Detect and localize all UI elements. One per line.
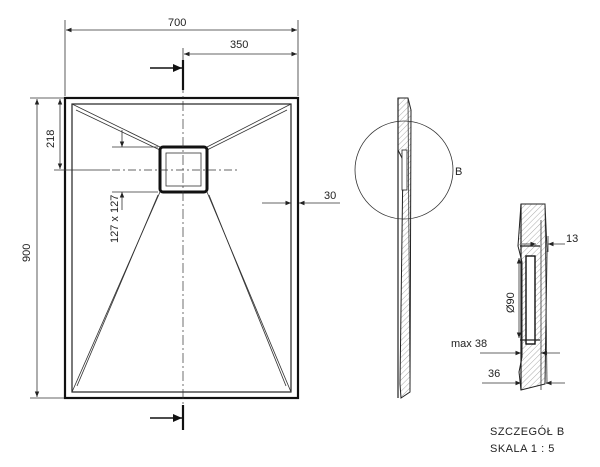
dim-30-label: 30 [324,190,336,202]
detail-b-view [517,203,548,391]
dimension-drain-size: 127 x 127 [109,130,158,243]
detail-title: SZCZEGÓŁ B [490,425,565,438]
tray-outline [63,96,300,400]
tray-plan-view [63,60,300,430]
drain-grate-inner [165,152,202,187]
dim-d90-label: Ø90 [505,292,517,313]
dimension-detail-diameter: Ø90 [505,258,522,338]
drain-grate [158,145,209,194]
dimension-rim-width: 30 [262,190,340,206]
dim-max38-label: max 38 [451,338,487,350]
dim-700-label: 700 [168,17,186,29]
dimension-detail-36: 36 [482,368,565,386]
dim-900-label: 900 [21,244,33,262]
dimension-overall-width: 700 [64,17,299,96]
detail-b-circle [354,120,454,220]
dim-127x127-label: 127 x 127 [109,195,121,243]
section-marker-bottom [150,405,185,430]
drain-body-detail [525,255,536,345]
dimension-detail-max38: max 38 [451,338,560,356]
slope-lines [71,103,292,393]
dimension-detail-13: 13 [522,233,578,252]
tray-inner-rim [71,103,292,393]
section-marker-top [150,60,185,90]
dim-350-label: 350 [230,39,248,51]
detail-scale: SKALA 1 : 5 [490,443,555,455]
dim-13-label: 13 [566,233,578,245]
dim-218-label: 218 [45,130,57,148]
detail-callout-label: B [455,166,462,178]
dimension-overall-length: 900 [21,97,64,399]
dimension-half-width: 350 [182,39,297,60]
dimension-drain-offset: 218 [45,99,110,171]
dim-36-label: 36 [488,368,500,380]
tray-side-section: B [354,97,462,399]
